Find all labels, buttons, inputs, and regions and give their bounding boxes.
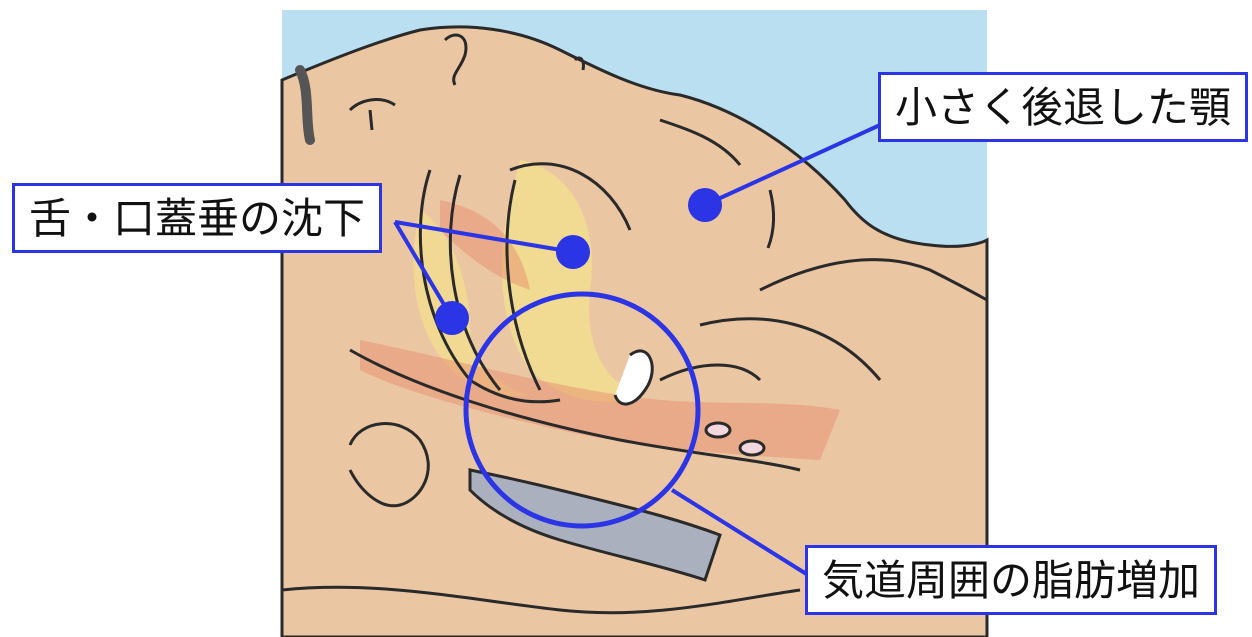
eye-lid xyxy=(370,110,372,130)
tongue-dot-1 xyxy=(556,235,590,269)
jaw-dot xyxy=(688,188,722,222)
trachea-ring-2 xyxy=(740,441,764,455)
label-airway-fat-increase: 気道周囲の脂肪増加 xyxy=(805,545,1217,615)
label-tongue-uvula-sinking: 舌・口蓋垂の沈下 xyxy=(12,183,382,253)
label-small-receding-jaw: 小さく後退した顎 xyxy=(878,72,1248,142)
uvula-dot xyxy=(435,301,469,335)
trachea-ring-1 xyxy=(706,423,730,437)
